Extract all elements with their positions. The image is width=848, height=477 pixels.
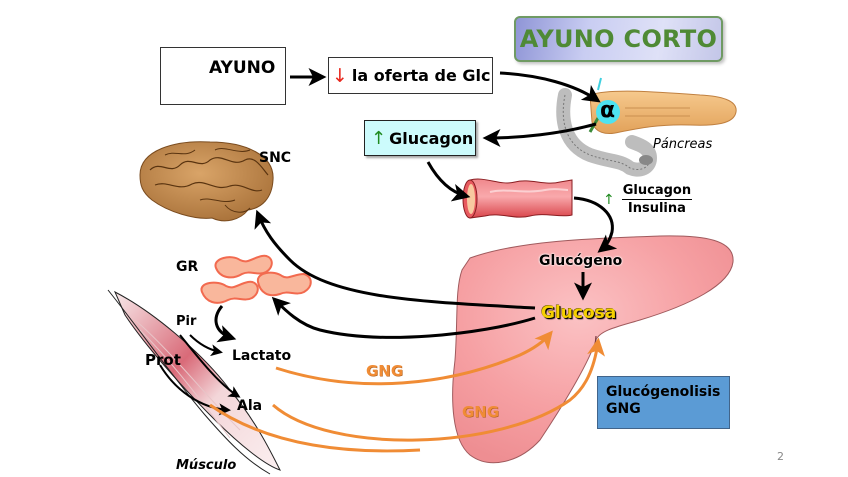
- glucagon-box: ↑ Glucagon: [364, 120, 476, 156]
- red-blood-cells-illustration: [200, 254, 312, 304]
- arrow-glucagon-to-vessel: [426, 161, 471, 202]
- ratio-denominator: Insulina: [627, 201, 686, 216]
- ayuno-label: AYUNO: [209, 58, 276, 78]
- gng-arrow-ala: [272, 337, 605, 442]
- arrow-red-cells-to-lactato: [214, 305, 237, 343]
- info-line-2: GNG: [606, 401, 641, 417]
- arrow-vessel-to-liver: [573, 196, 618, 253]
- info-line-1: Glucógenolisis: [606, 384, 721, 400]
- gng-arrow-lactato: [275, 330, 553, 386]
- brain-label: SNC: [259, 150, 292, 166]
- glucagon-text: Glucagon: [389, 128, 474, 148]
- muscle-label: Músculo: [176, 458, 237, 473]
- gng-label-ala: GNG: [462, 403, 500, 421]
- arrow-oferta-to-pancreas: [499, 71, 601, 103]
- ayuno-box: AYUNO: [160, 47, 286, 105]
- page-title: AYUNO CORTO: [514, 16, 723, 62]
- oferta-glc-box: ↓ la oferta de Glc: [328, 57, 493, 94]
- brain-illustration: [139, 141, 274, 222]
- arrow-pancreas-to-glucagon: [482, 122, 597, 147]
- ratio-numerator: Glucagon: [621, 183, 693, 200]
- blood-vessel-illustration: [462, 178, 573, 219]
- down-arrow-icon: ↓: [332, 64, 348, 87]
- arrow-glucosa-to-red-cells: [271, 296, 536, 339]
- gng-label-lactato: GNG: [366, 362, 404, 380]
- arrow-muscle-to-ala: [179, 334, 241, 398]
- arrow-prot-to-ala: [159, 364, 231, 416]
- red-cells-label: GR: [176, 259, 199, 275]
- alpha-cell-icon: [596, 100, 620, 124]
- ala-label: Ala: [237, 398, 263, 414]
- pancreas-label: Páncreas: [653, 137, 713, 152]
- gng-arrow-muscle: [209, 403, 421, 453]
- prot-label: Prot: [145, 351, 181, 369]
- glucogenolisis-gng-box: Glucógenolisis GNG: [597, 376, 730, 429]
- arrow-glucosa-to-brain: [254, 209, 536, 310]
- up-arrow-icon: ↑: [371, 127, 387, 149]
- arrow-pir-to-lactato: [189, 334, 223, 357]
- glucagon-insulin-ratio: ↑ Glucagon Insulina: [603, 183, 693, 216]
- glucosa-label: Glucosa: [541, 303, 617, 323]
- oferta-glc-text: la oferta de Glc: [351, 66, 491, 85]
- lactato-label: Lactato: [232, 348, 292, 364]
- glucogeno-label: Glucógeno: [539, 253, 623, 269]
- alpha-cell-symbol: α: [600, 98, 616, 123]
- page-number: 2: [777, 450, 784, 463]
- up-arrow-icon: ↑: [603, 191, 615, 208]
- pancreas-illustration: [556, 77, 737, 177]
- pir-label: Pir: [176, 314, 197, 329]
